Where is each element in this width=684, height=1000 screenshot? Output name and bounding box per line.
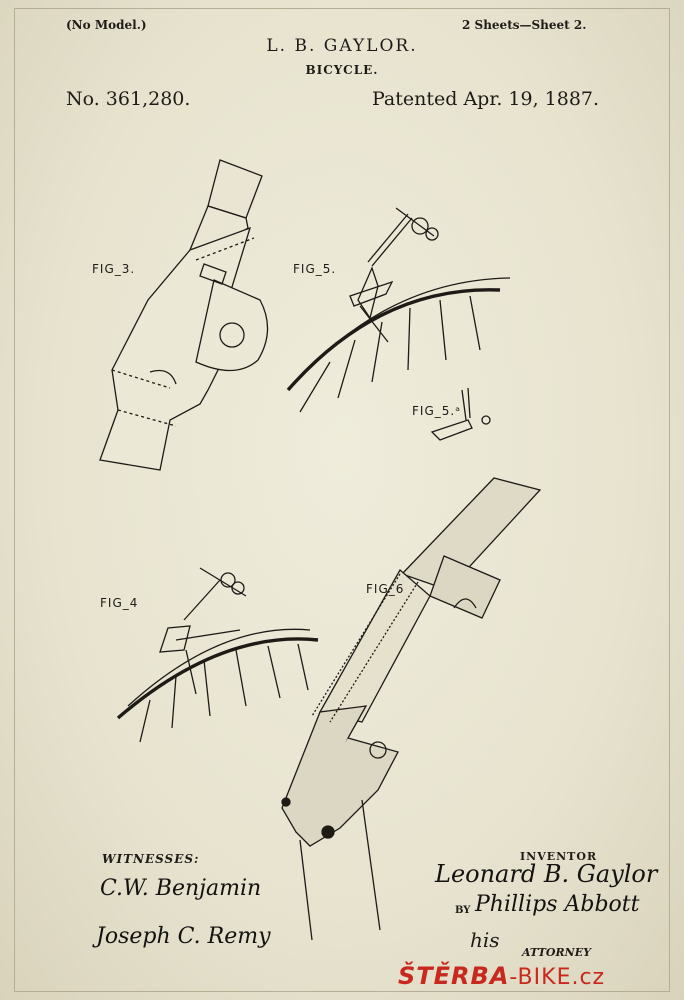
- watermark-logo: ŠTĚRBA-BIKE.cz: [398, 962, 605, 990]
- attorney-label: ATTORNEY: [522, 946, 591, 959]
- fig4-label: FIG_4: [100, 596, 139, 610]
- inventor-signature: Leonard B. Gaylor: [435, 860, 658, 888]
- patent-date: Patented Apr. 19, 1887.: [372, 88, 600, 110]
- fig6-label: FIG_6: [366, 582, 405, 596]
- by-label: BY: [455, 905, 471, 916]
- fig3-label: FIG_3.: [92, 262, 136, 276]
- fig5a-drawing: [430, 387, 491, 441]
- fig3-drawing: [99, 159, 269, 471]
- watermark-domain: -BIKE.cz: [509, 965, 606, 990]
- fig5-drawing: [286, 207, 511, 413]
- sheet-border: [14, 8, 670, 992]
- inventor-label: INVENTOR: [520, 850, 598, 863]
- his-label: his: [470, 928, 500, 952]
- fig5a-label: FIG_5.ᵃ: [412, 404, 461, 418]
- attorney-signature: Phillips Abbott: [475, 892, 640, 917]
- fig4-drawing: [116, 567, 319, 743]
- inventor-name: L. B. GAYLOR.: [266, 36, 418, 56]
- witness-1-signature: C.W. Benjamin: [100, 876, 262, 901]
- witness-2-signature: Joseph C. Remy: [96, 924, 271, 949]
- watermark-brand: ŠTĚRBA: [398, 962, 510, 990]
- patent-title: BICYCLE.: [305, 63, 379, 77]
- sheet-count: 2 Sheets—Sheet 2.: [462, 18, 587, 32]
- model-note: (No Model.): [66, 18, 147, 32]
- fig6-drawing: [281, 477, 542, 941]
- fig5-label: FIG_5.: [293, 262, 337, 276]
- patent-number: No. 361,280.: [66, 88, 191, 110]
- witnesses-label: WITNESSES:: [102, 852, 200, 866]
